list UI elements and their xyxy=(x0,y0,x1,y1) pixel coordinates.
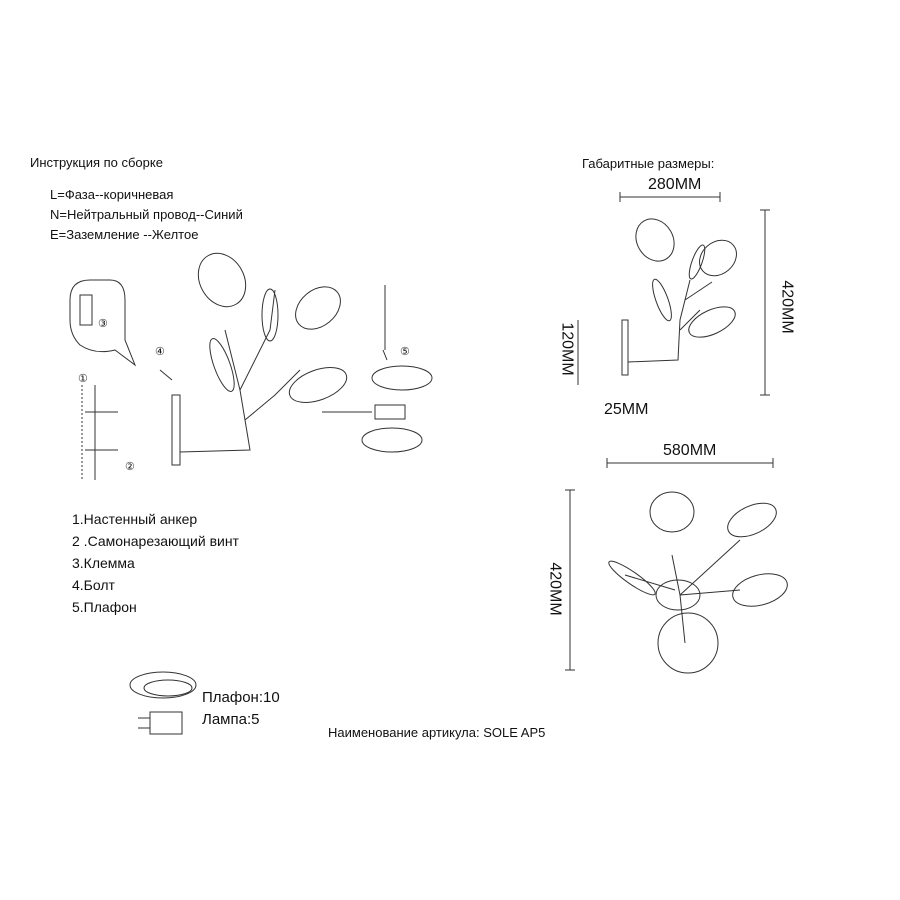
part-2: 2 .Самонарезающий винт xyxy=(72,533,239,549)
wiring-earth: E=Заземление --Желтое xyxy=(50,227,199,242)
part-4: 4.Болт xyxy=(72,577,115,593)
lamp-count: Лампа:5 xyxy=(202,711,260,728)
shade-icon xyxy=(129,671,197,699)
callout-4: ④ xyxy=(155,346,165,358)
side-height-label: 420MM xyxy=(778,280,796,334)
top-width-label: 580MM xyxy=(663,442,717,459)
wiring-neutral: N=Нейтральный провод--Синий xyxy=(50,207,243,222)
base-height-label: 120MM xyxy=(558,322,576,376)
lamp-icon xyxy=(138,711,183,735)
shade-count: Плафон:10 xyxy=(202,689,280,706)
callout-3: ③ xyxy=(98,318,108,330)
depth-label: 25MM xyxy=(604,401,649,418)
part-3: 3.Клемма xyxy=(72,555,135,571)
lamp-assembly-drawing xyxy=(159,252,433,466)
front-view-drawing xyxy=(565,458,788,674)
article-name: Наименование артикула: SOLE AP5 xyxy=(328,725,546,740)
part-5: 5.Плафон xyxy=(72,599,137,615)
wall-anchor-detail xyxy=(69,279,137,480)
wiring-line: L=Фаза--коричневая xyxy=(50,187,174,202)
side-width-label: 280MM xyxy=(648,176,702,193)
callout-2: ② xyxy=(125,461,135,473)
top-height-label: 420MM xyxy=(546,562,564,616)
instructions-title: Инструкция по сборке xyxy=(30,155,163,170)
side-view-drawing xyxy=(577,192,770,396)
part-1: 1.Настенный анкер xyxy=(72,511,198,527)
callout-5: ⑤ xyxy=(400,346,410,358)
callout-1: ① xyxy=(78,373,88,385)
dimensions-title: Габаритные размеры: xyxy=(582,156,715,171)
